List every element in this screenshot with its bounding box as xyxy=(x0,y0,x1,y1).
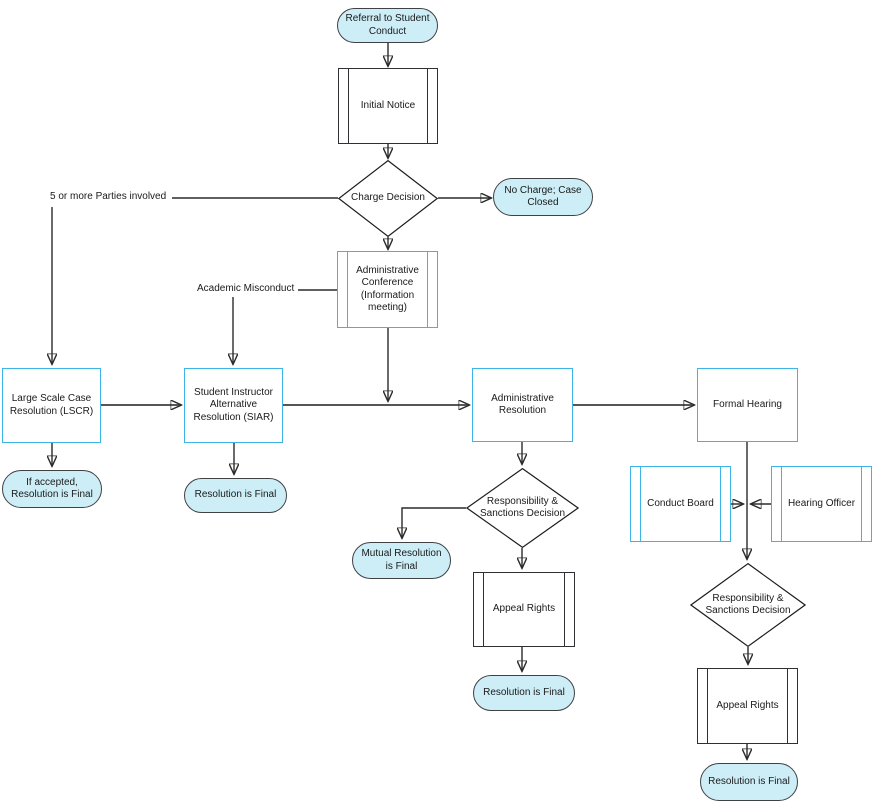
edge-label-five-or-more-parties: 5 or more Parties involved xyxy=(49,191,168,204)
node-resolution-final-admin: Resolution is Final xyxy=(473,675,575,711)
node-label: Initial Notice xyxy=(360,99,416,111)
node-siar-resolution-final: Resolution is Final xyxy=(184,478,287,513)
node-appeal-rights-formal: Appeal Rights xyxy=(697,668,798,744)
node-charge-decision: Charge Decision xyxy=(338,160,438,237)
node-hearing-officer: Hearing Officer xyxy=(771,466,872,542)
edge-label-academic-misconduct: Academic Misconduct xyxy=(196,283,296,296)
diamond-shape-icon xyxy=(338,160,438,237)
node-label: No Charge; Case Closed xyxy=(504,184,582,208)
node-label: Hearing Officer xyxy=(787,497,856,509)
node-label: Responsibility & Sanctions Decision xyxy=(705,592,791,616)
node-student-instructor-alternative-resolution: Student Instructor Alternative Resolutio… xyxy=(184,368,283,443)
node-label: Formal Hearing xyxy=(713,398,782,410)
node-resolution-final-formal: Resolution is Final xyxy=(700,763,798,801)
node-label: Student Instructor Alternative Resolutio… xyxy=(193,387,274,423)
node-label: Appeal Rights xyxy=(492,603,556,615)
node-conduct-board: Conduct Board xyxy=(630,466,731,542)
node-label: Resolution is Final xyxy=(483,686,565,698)
node-initial-notice: Initial Notice xyxy=(338,68,438,144)
node-label: Responsibility & Sanctions Decision xyxy=(479,495,566,519)
node-large-scale-case-resolution: Large Scale Case Resolution (LSCR) xyxy=(2,368,101,443)
node-label: Appeal Rights xyxy=(716,699,779,711)
node-responsibility-sanctions-decision-formal: Responsibility & Sanctions Decision xyxy=(690,563,806,647)
node-label: Charge Decision xyxy=(351,192,425,204)
node-mutual-resolution-final: Mutual Resolution is Final xyxy=(352,542,451,579)
diamond-shape-icon xyxy=(466,468,579,548)
connector-decision-to-mutual-resolution xyxy=(402,507,466,538)
node-referral-to-student-conduct: Referral to Student Conduct xyxy=(337,8,438,43)
node-appeal-rights-admin: Appeal Rights xyxy=(473,572,575,647)
node-label: Administrative Resolution xyxy=(491,392,554,416)
node-if-accepted-resolution-final: If accepted, Resolution is Final xyxy=(2,470,102,508)
node-formal-hearing: Formal Hearing xyxy=(697,368,798,442)
node-responsibility-sanctions-decision-admin: Responsibility & Sanctions Decision xyxy=(466,468,579,548)
node-label: Mutual Resolution is Final xyxy=(361,548,442,572)
node-label: Administrative Conference (Information m… xyxy=(356,265,419,313)
node-label: Large Scale Case Resolution (LSCR) xyxy=(9,393,94,417)
node-label: Resolution is Final xyxy=(194,489,277,501)
node-administrative-resolution: Administrative Resolution xyxy=(472,368,573,442)
node-no-charge-case-closed: No Charge; Case Closed xyxy=(493,178,593,216)
node-label: Referral to Student Conduct xyxy=(345,13,430,37)
node-label: Conduct Board xyxy=(647,497,714,509)
node-label: If accepted, Resolution is Final xyxy=(11,476,93,500)
node-label: Resolution is Final xyxy=(708,775,790,787)
diamond-shape-icon xyxy=(690,563,806,647)
node-administrative-conference: Administrative Conference (Information m… xyxy=(337,251,438,328)
